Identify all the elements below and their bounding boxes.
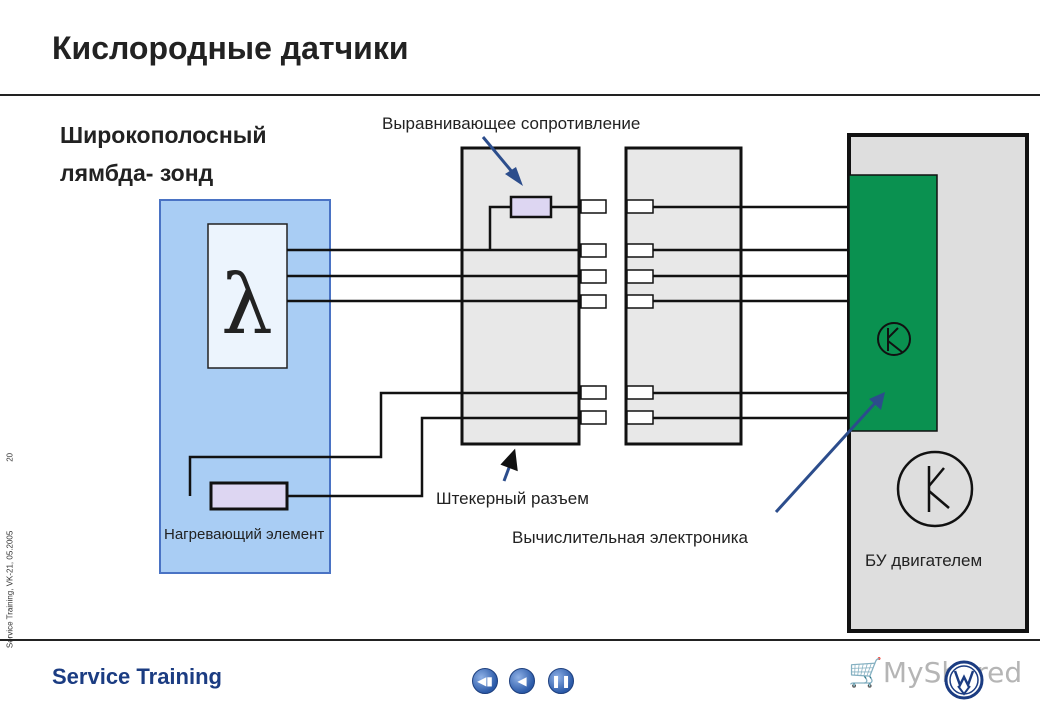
page-title: Кислородные датчики — [52, 30, 409, 66]
vw-logo-icon — [944, 660, 984, 700]
pin-left-5 — [580, 385, 607, 400]
lambda-cell — [207, 223, 288, 369]
label-ecu: БУ двигателем — [865, 551, 983, 570]
cart-icon: 🛒 — [848, 656, 883, 689]
connector-left — [460, 146, 581, 446]
heater-element — [209, 481, 289, 511]
wiring-diagram: λ — [159, 133, 1029, 633]
lambda-symbol: λ — [221, 258, 273, 353]
nav-pause-button[interactable]: ❚❚ — [548, 668, 574, 694]
footer-divider — [0, 639, 1040, 641]
pin-left-1 — [580, 199, 607, 214]
watermark: 🛒MyShared — [848, 656, 1022, 689]
pin-right-1 — [626, 199, 654, 214]
pin-right-6 — [626, 410, 654, 425]
header-divider — [0, 94, 1040, 96]
pin-right-5 — [626, 385, 654, 400]
label-heater: Нагревающий элемент — [164, 526, 325, 543]
sensor-subtitle-line2: лямбда- зонд — [60, 160, 214, 186]
nav-prev-button[interactable]: ◀ — [509, 668, 535, 694]
electronics-board — [848, 174, 938, 432]
pin-right-3 — [626, 269, 654, 284]
transistor-icon-large — [896, 450, 974, 528]
pointer-arrows — [481, 136, 885, 514]
wire-heater-b — [287, 416, 580, 498]
pin-right-2 — [626, 243, 654, 258]
trim-resistor — [509, 195, 553, 219]
sensor-subtitle: Широкополосный лямбда- зонд — [60, 116, 267, 192]
pin-left-4 — [580, 294, 607, 309]
sensor-subtitle-line1: Широкополосный — [60, 122, 267, 148]
pin-left-3 — [580, 269, 607, 284]
label-trim-resistor: Выравнивающее сопротивление — [382, 114, 641, 133]
pin-right-4 — [626, 294, 654, 309]
wire-trim — [488, 205, 511, 250]
pin-left-6 — [580, 410, 607, 425]
pin-left-2 — [580, 243, 607, 258]
sensor-block — [159, 199, 331, 574]
side-note-text: Service Training, VK-21, 05.2005 — [5, 530, 15, 649]
label-connector: Штекерный разъем — [436, 489, 589, 508]
side-note: Service Training, VK-21, 05.2005 20 — [6, 446, 15, 656]
label-electronics: Вычислительная электроника — [512, 528, 749, 547]
nav-first-button[interactable]: ◀▮ — [472, 668, 498, 694]
page-number: 20 — [5, 452, 15, 462]
wire-heater-a — [188, 391, 580, 496]
footer-brand: Service Training — [52, 664, 222, 689]
transistor-icon-small — [877, 322, 911, 356]
